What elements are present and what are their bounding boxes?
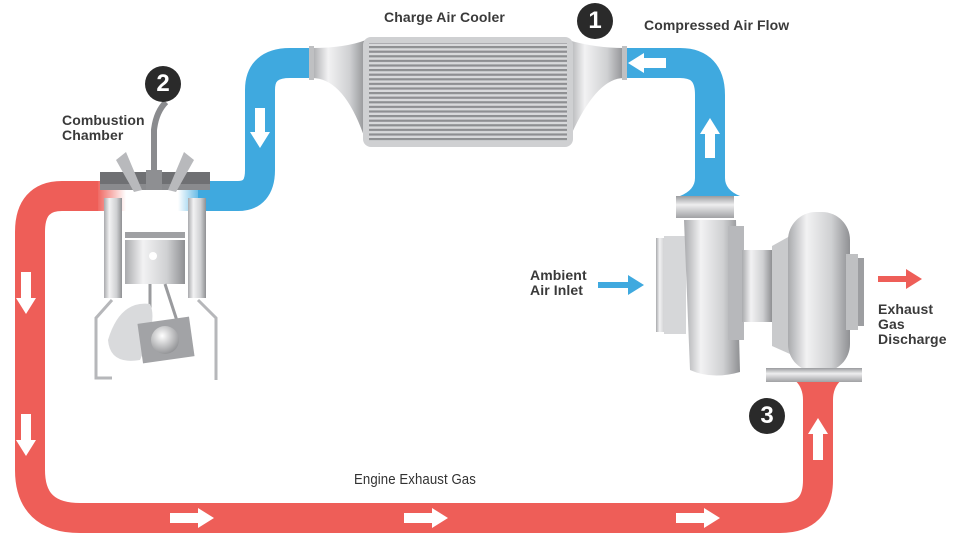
ambient-inlet-arrow-icon [598,275,644,295]
engine [94,99,218,380]
arrow-left-icon [628,53,666,73]
turbocharger [656,196,864,382]
arrow-right-icon [170,508,214,528]
compressed-air-flow-label: Compressed Air Flow [644,17,790,33]
combustion-chamber-label: Combustion Chamber [62,112,145,143]
arrow-right-icon [404,508,448,528]
ambient-air-inlet-label: Ambient Air Inlet [530,267,587,298]
arrow-up-icon [808,418,828,460]
arrow-down-icon [16,272,36,314]
charge-air-cooler-label: Charge Air Cooler [384,9,505,25]
engine-exhaust-gas-label: Engine Exhaust Gas [354,471,476,488]
arrow-down-icon [250,108,270,148]
step-badge-1: 1 [577,3,613,39]
arrow-down-icon [16,414,36,456]
arrow-up-icon [700,118,720,158]
arrow-right-icon [676,508,720,528]
exhaust-gas-discharge-label: Exhaust Gas Discharge [878,301,947,347]
step-badge-2: 2 [145,66,181,102]
step-badge-3: 3 [749,398,785,434]
discharge-arrow-icon [878,269,922,289]
charge-air-cooler [309,37,627,147]
